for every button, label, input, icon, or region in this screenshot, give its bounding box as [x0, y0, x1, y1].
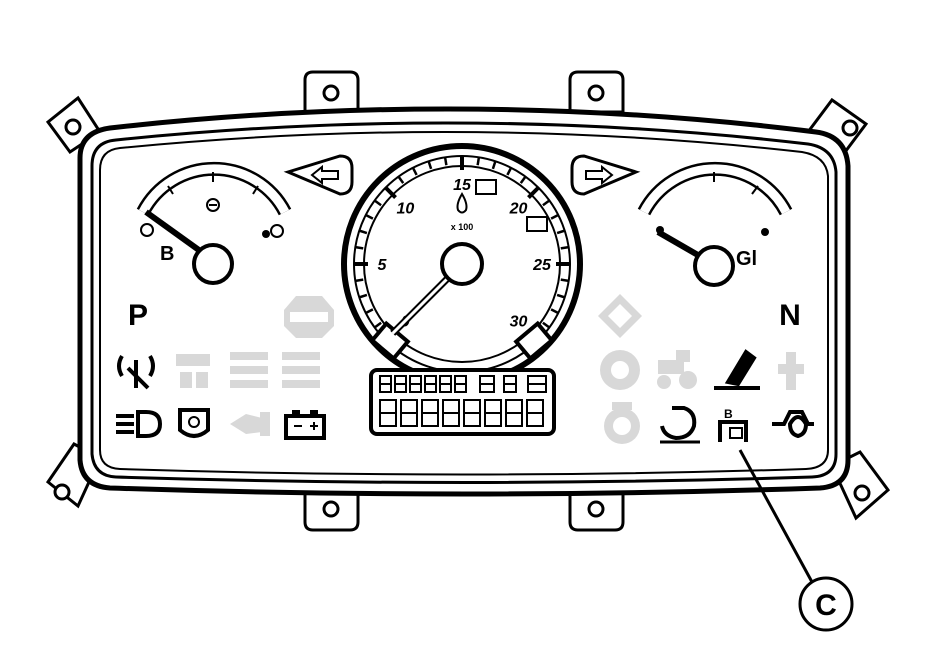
hitch-lift-icon: [714, 349, 760, 390]
headlight-icon: [116, 410, 163, 438]
battery-icon: [284, 410, 326, 440]
tachometer: 051015202530 x 100: [341, 143, 583, 385]
fuel-drop-icon: [456, 192, 468, 214]
road-wheel-icon: [176, 354, 210, 388]
radio-signal-icon: [117, 354, 155, 390]
tachometer-tick: [397, 175, 405, 184]
tachometer-tick: [373, 199, 382, 207]
tachometer-scale-label: 15: [453, 177, 472, 194]
lcd-top-row: [379, 375, 547, 393]
tachometer-scale-label: 5: [378, 257, 388, 274]
tachometer-tick: [542, 321, 551, 329]
tachometer-tick: [560, 278, 569, 283]
tachometer-scale-labels: 051015202530: [378, 177, 552, 331]
tachometer-unit-label: x 100: [451, 222, 474, 232]
warning-diamond-icon: [598, 294, 642, 338]
right-gauge-hub: [693, 245, 735, 287]
tachometer-tick: [365, 308, 374, 315]
callout-circle: [798, 576, 854, 632]
callout-leader-line: [738, 449, 814, 583]
park-brake-small-label: B: [724, 407, 733, 421]
tachometer-tick: [443, 157, 448, 166]
tachometer-tick: [491, 160, 497, 170]
transmission-forward-icon: [230, 352, 268, 388]
tachometer-tick: [560, 245, 569, 250]
callout-label: C: [815, 589, 837, 622]
lcd-display: [369, 368, 556, 436]
tachometer-tick: [411, 167, 418, 176]
tachometer-tick: [358, 229, 368, 235]
tachometer-tick: [384, 186, 397, 199]
tachometer-tick: [476, 157, 481, 166]
neutral-indicator: N: [779, 299, 801, 332]
tachometer-tick: [358, 293, 368, 299]
transmission-reverse-icon: [282, 352, 320, 388]
stop-sign-icon: [284, 296, 334, 338]
tachometer-tick: [373, 321, 382, 329]
park-brake-icon: [718, 420, 748, 442]
tachometer-scale-label: 30: [510, 314, 528, 331]
turn-right-arrow-icon: [570, 154, 641, 196]
tachometer-tick: [355, 245, 364, 250]
oil-can-icon: [772, 410, 814, 439]
turn-left-arrow-icon: [283, 154, 354, 196]
tachometer-tick: [519, 175, 527, 184]
left-gauge-hub: [192, 243, 234, 285]
tachometer-scale-label: 25: [532, 257, 552, 274]
tachometer-scale-label: 20: [509, 200, 528, 217]
tachometer-tick: [427, 160, 433, 170]
lcd-bottom-row: [379, 399, 544, 427]
right-gauge: [637, 161, 793, 287]
tachometer-tick: [355, 278, 364, 283]
service-air-filter-icon: [178, 408, 210, 438]
tachometer-tick: [527, 186, 540, 199]
right-gauge-end-label: Gl: [736, 248, 757, 270]
tachometer-tick: [542, 199, 551, 207]
tachometer-tick: [365, 213, 374, 220]
hydraulic-icon: [230, 412, 270, 436]
tachometer-hub: [440, 242, 484, 286]
left-gauge-end-label: B: [160, 243, 174, 265]
creep-icon: [778, 352, 804, 390]
tachometer-tick: [556, 229, 566, 235]
pto-gear-icon: [600, 350, 640, 390]
park-indicator: P: [128, 299, 148, 332]
tachometer-scale-label: 10: [397, 200, 415, 217]
tachometer-tick: [556, 293, 566, 299]
tachometer-tick: [506, 167, 513, 176]
auto-restart-icon: [660, 406, 700, 444]
tractor-icon: [657, 350, 697, 389]
tachometer-tick: [550, 213, 559, 220]
tachometer-tick: [550, 308, 559, 315]
engine-coolant-icon: [604, 402, 640, 444]
left-gauge: [136, 161, 292, 285]
